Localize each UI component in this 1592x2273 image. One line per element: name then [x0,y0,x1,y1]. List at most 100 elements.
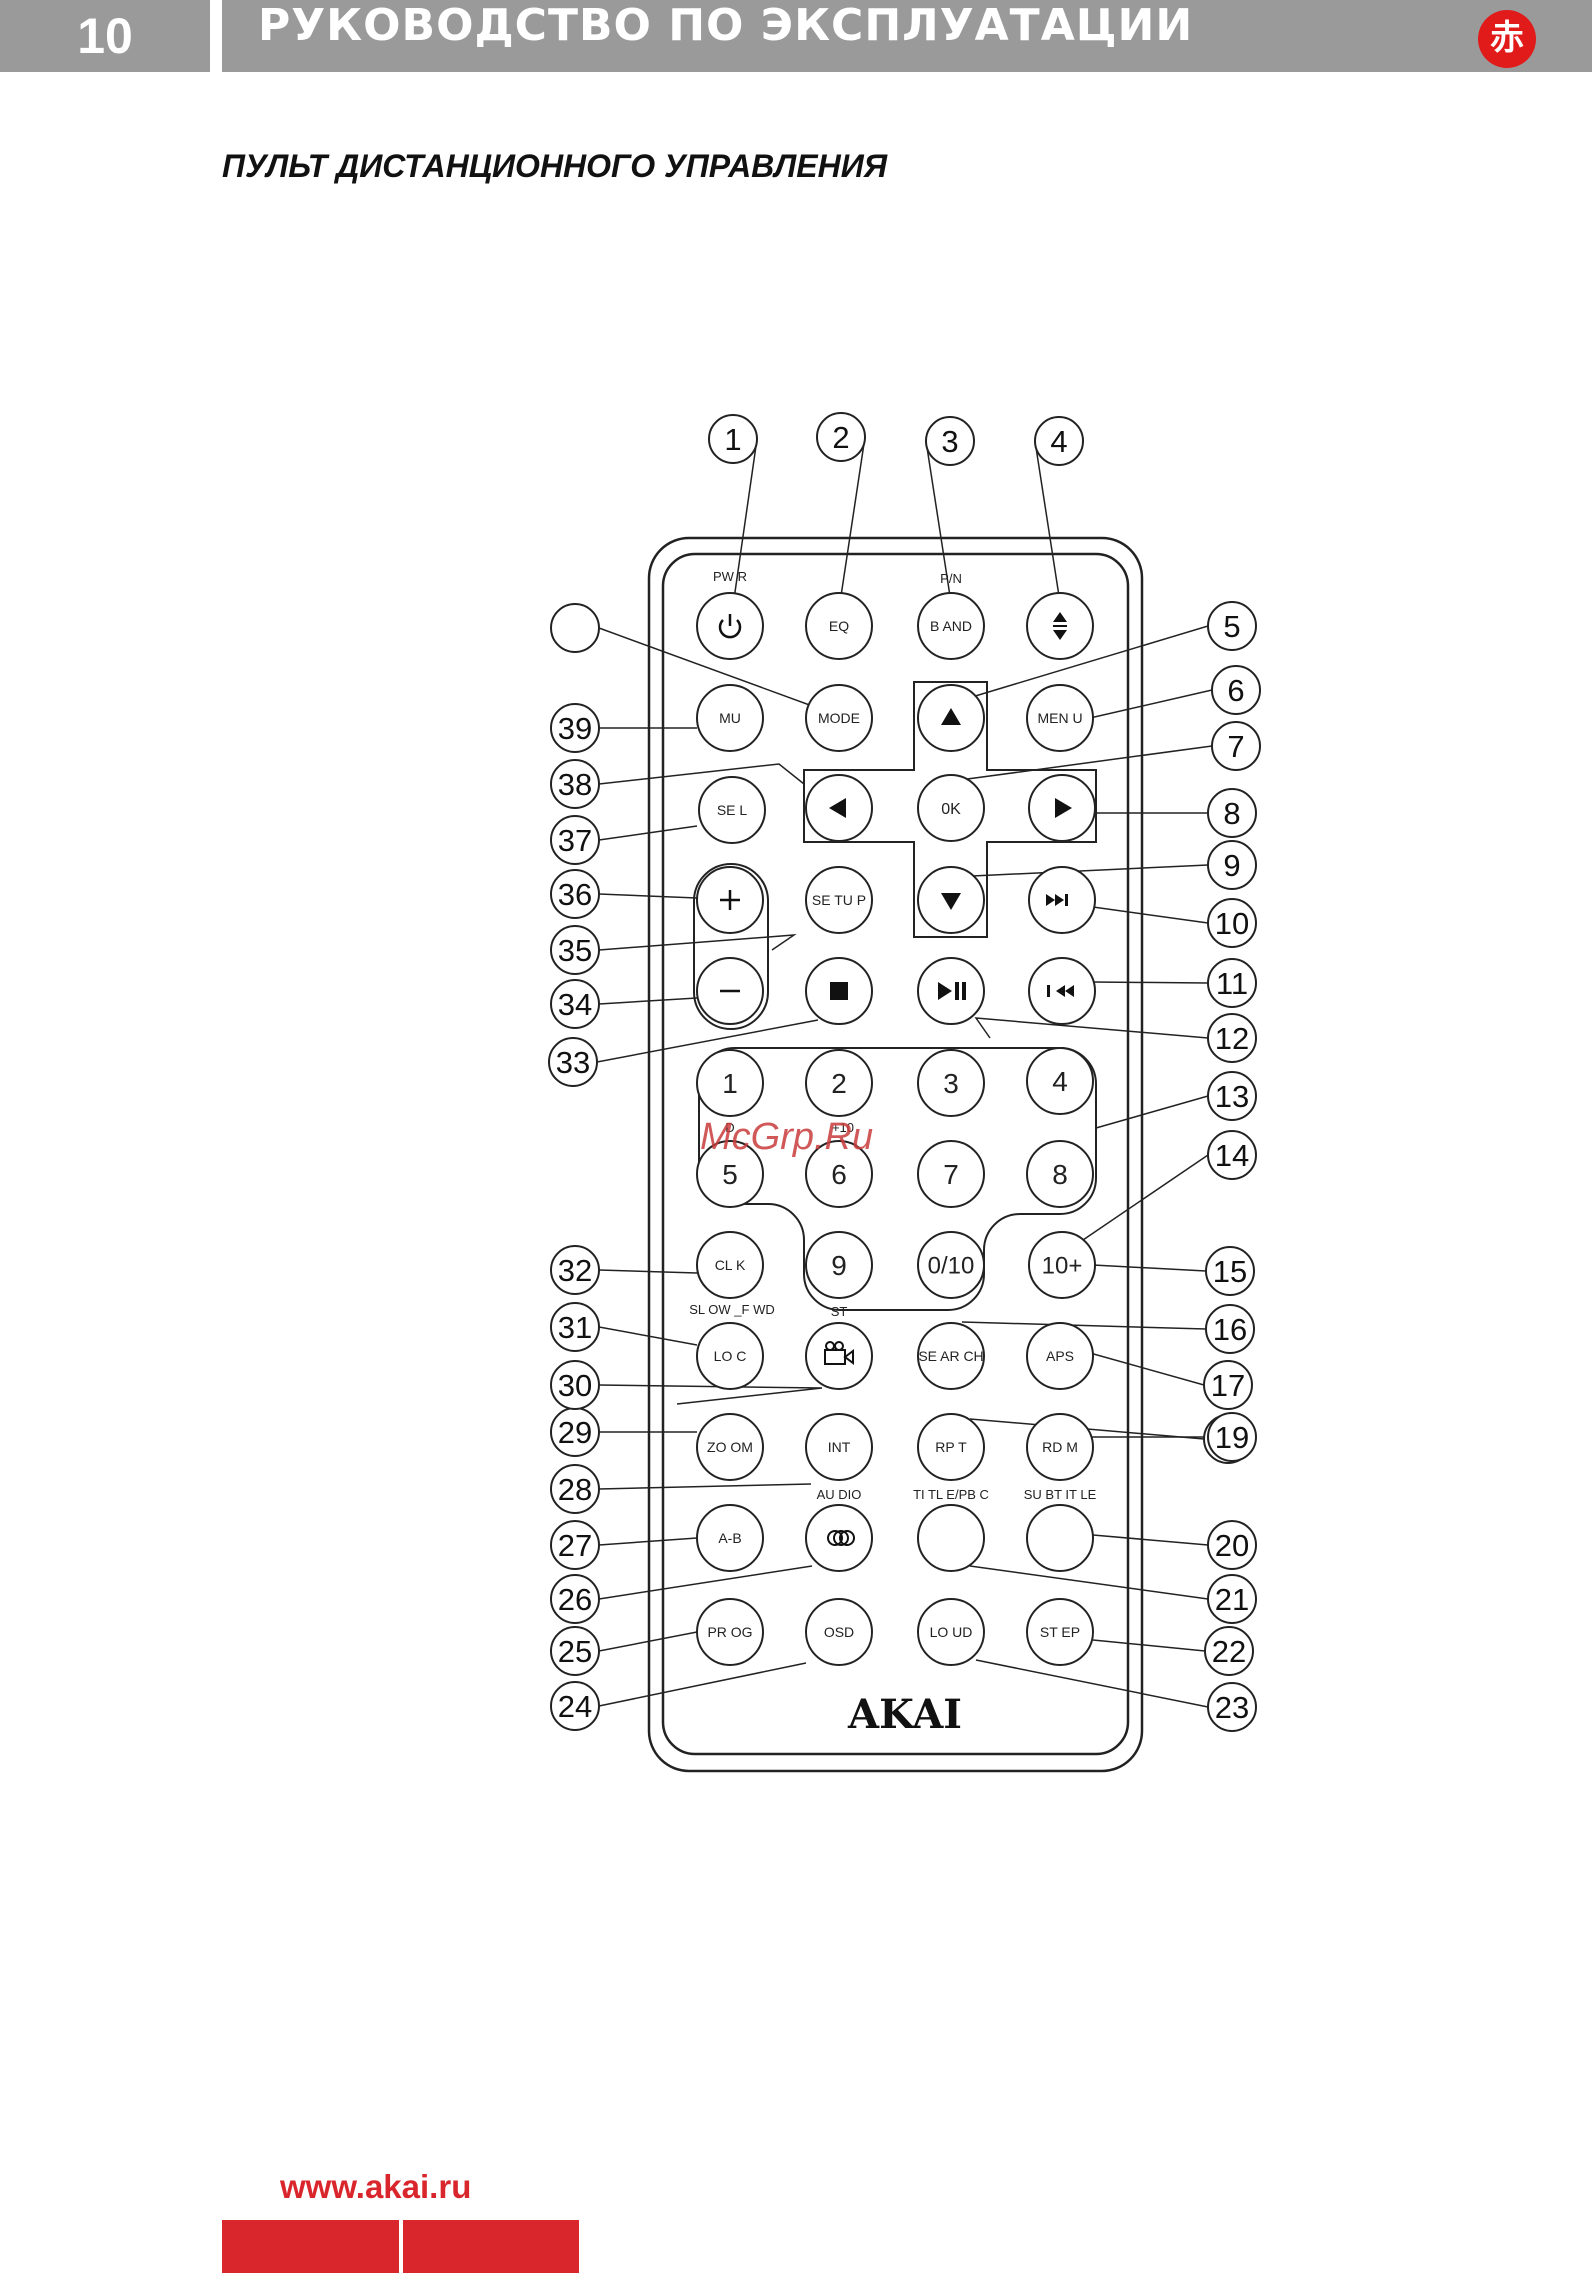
n010-button[interactable]: 0/10 [917,1231,985,1299]
prog-button[interactable]: PR OG [696,1598,764,1666]
svg-text:35: 35 [558,933,592,968]
n5-button[interactable]: 5 [696,1140,764,1208]
step-button[interactable]: ST EP [1026,1598,1094,1666]
label-audio: AU DIO [817,1487,862,1502]
callout-27: 27 [550,1520,600,1570]
loc-button[interactable]: LO C [696,1322,764,1390]
setup-button[interactable]: SE TU P [805,866,873,934]
n9-label: 9 [831,1250,847,1281]
n7-button[interactable]: 7 [917,1140,985,1208]
callout-29: 29 [550,1407,600,1457]
callout-30: 30 [550,1360,600,1410]
subtitle-button[interactable] [1026,1504,1094,1572]
ok-label: 0K [941,801,961,818]
n4-button[interactable]: 4 [1026,1047,1094,1115]
callout-31: 31 [550,1302,600,1352]
svg-text:37: 37 [558,823,592,858]
callout-35: 35 [550,925,600,975]
band-button[interactable]: B AND [917,592,985,660]
callout-leader-line [598,1326,698,1346]
svg-text:19: 19 [1215,1420,1249,1455]
n3-button[interactable]: 3 [917,1049,985,1117]
pwr-button[interactable] [696,592,764,660]
callout-37: 37 [550,815,600,865]
eq-button[interactable]: EQ [805,592,873,660]
mode-button[interactable]: MODE [805,684,873,752]
updown-button[interactable] [1026,592,1094,660]
vol-plus-button[interactable] [696,866,764,934]
play-button[interactable] [917,957,985,1025]
footer-bar-right [403,2220,579,2273]
rpt-button[interactable]: RP T [917,1413,985,1481]
aps-button[interactable]: APS [1026,1322,1094,1390]
callout-leader-line [975,1659,1209,1708]
n9-button[interactable]: 9 [805,1231,873,1299]
prev-button[interactable] [1028,957,1096,1025]
svg-text:38: 38 [558,767,592,802]
mu-button[interactable]: MU [696,684,764,752]
callout-leader-line [974,1017,1209,1039]
loud-label: LO UD [930,1624,973,1640]
ab-button[interactable]: A-B [696,1504,764,1572]
svg-text:34: 34 [558,987,592,1022]
footer-url[interactable]: www.akai.ru [280,2168,472,2205]
callout-leader-line [1089,689,1213,719]
sel-button[interactable]: SE L [698,776,766,844]
osd-button[interactable]: OSD [805,1598,873,1666]
left-button[interactable] [805,774,873,842]
svg-text:12: 12 [1215,1021,1249,1056]
svg-text:14: 14 [1215,1138,1249,1173]
n10plus-button[interactable]: 10+ [1028,1231,1096,1299]
menu-button[interactable]: MEN U [1026,684,1094,752]
callout-25: 25 [550,1626,600,1676]
audio-button[interactable] [805,1504,873,1572]
callout-21: 21 [1207,1574,1257,1624]
title-button[interactable] [917,1504,985,1572]
n2-button[interactable]: 2 [805,1049,873,1117]
page-number: 10 [0,0,210,72]
down-button[interactable] [917,866,985,934]
page-header-title: РУКОВОДСТВО ПО ЭКСПЛУАТАЦИИ [258,0,1194,51]
next-track-icon [1046,894,1068,906]
svg-text:10: 10 [1215,906,1249,941]
sel-label: SE L [717,802,748,818]
label-subtitle: SU BT IT LE [1024,1487,1097,1502]
int-button[interactable]: INT [805,1413,873,1481]
arrow-right-icon [1055,798,1072,818]
ok-button[interactable]: 0K [917,774,985,842]
header-bar [222,0,1592,72]
clk-button[interactable]: CL K [696,1231,764,1299]
up-button[interactable] [917,684,985,752]
vol-minus-button[interactable] [696,957,764,1025]
svg-text:28: 28 [558,1472,592,1507]
arrow-left-icon [829,798,846,818]
callout-38: 38 [550,759,600,809]
n6-button[interactable]: 6 [805,1140,873,1208]
callout-36: 36 [550,869,600,919]
stop-icon [830,982,848,1000]
search-button[interactable]: SE AR CH [917,1322,985,1390]
rdm-button[interactable]: RD M [1026,1413,1094,1481]
callout-2: 2 [816,412,866,462]
next-button[interactable] [1028,866,1096,934]
n1-button[interactable]: 1 [696,1049,764,1117]
remote-body-inner [661,552,1130,1756]
zoom-button[interactable]: ZO OM [696,1413,764,1481]
n8-button[interactable]: 8 [1026,1140,1094,1208]
svg-text:25: 25 [558,1634,592,1669]
right-button[interactable] [1028,774,1096,842]
svg-text:11: 11 [1216,966,1248,1001]
svg-text:31: 31 [558,1310,592,1345]
loud-button[interactable]: LO UD [917,1598,985,1666]
svg-text:2: 2 [832,420,849,455]
callout-13: 13 [1207,1071,1257,1121]
callout-leader-line [1095,1095,1209,1129]
dpad-outline [803,681,1097,938]
callout-14: 14 [1207,1130,1257,1180]
menu-label: MEN U [1037,710,1082,726]
camera-button[interactable] [805,1322,873,1390]
eq-label: EQ [829,618,849,634]
stop-button[interactable] [805,957,873,1025]
callout-leader-line [598,934,797,951]
setup-label: SE TU P [812,892,866,908]
